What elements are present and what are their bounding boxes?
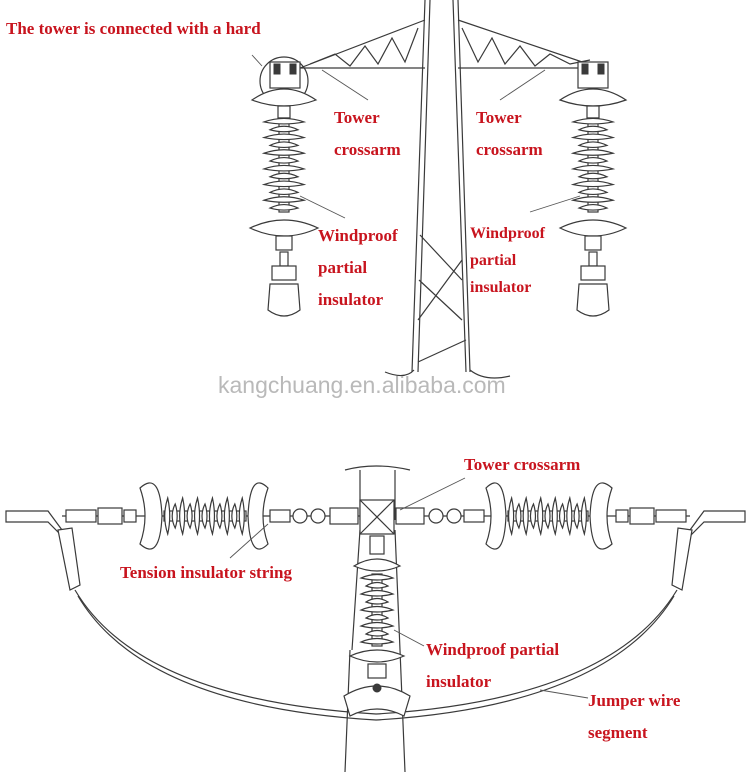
watermark: kangchuang.en.alibaba.com [218, 372, 506, 398]
label-jumper-wire: Jumper wire segment [588, 691, 681, 742]
tension-string-right [394, 482, 690, 550]
sheds-bottom-center [359, 573, 395, 647]
label-windproof-right: Windproof partial insulator [470, 225, 545, 296]
label-tension-insulator-string: Tension insulator string [120, 563, 292, 582]
insulator-bottom-center [343, 535, 411, 717]
tower-bottom [344, 465, 411, 772]
insulator-top-left [248, 56, 320, 317]
sheds-top-right [570, 117, 616, 213]
tower-top [299, 0, 601, 379]
tension-string-left [62, 482, 360, 550]
label-tower-crossarm-right: Tower crossarm [476, 108, 543, 159]
sheds-top-left [261, 117, 307, 213]
jumper-wire [57, 527, 693, 721]
label-windproof-left: Windproof partial insulator [318, 226, 398, 309]
sheds-tension-left [163, 495, 247, 537]
label-tower-hard-connection: The tower is connected with a hard [6, 19, 261, 38]
label-windproof-bottom: Windproof partial insulator [426, 640, 560, 691]
label-tower-crossarm-left: Tower crossarm [334, 108, 401, 159]
sheds-tension-right [507, 495, 589, 537]
insulator-top-right [558, 61, 628, 317]
label-tower-crossarm-bottom: Tower crossarm [464, 455, 581, 474]
